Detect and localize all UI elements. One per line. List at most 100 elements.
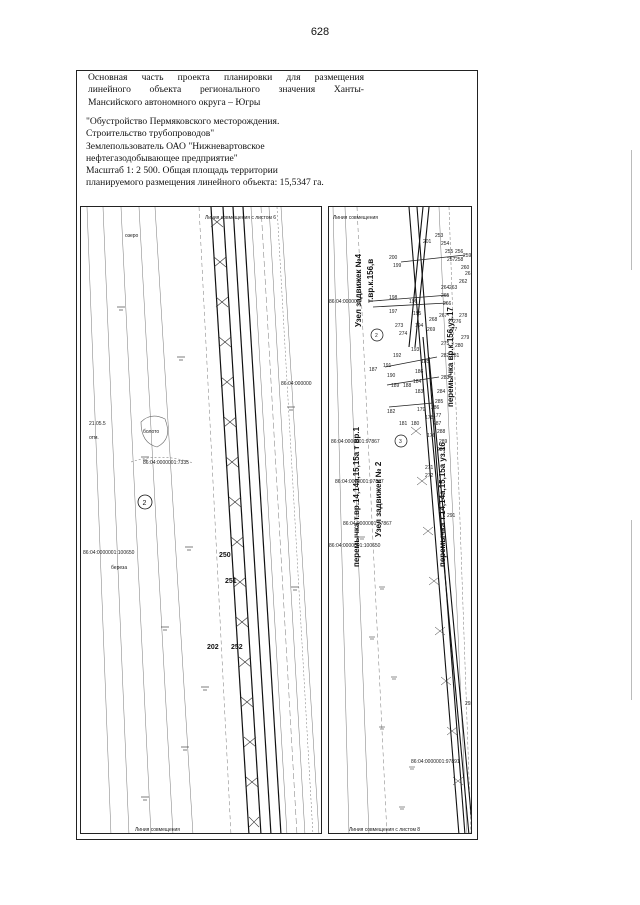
point-label: 202 xyxy=(207,644,219,651)
point-label: 268 xyxy=(429,317,438,323)
point-label: 200 xyxy=(389,255,398,261)
point-label: 177 xyxy=(433,413,442,419)
point-label: 267 xyxy=(439,313,448,319)
point-label: 285 xyxy=(435,399,444,405)
survey-lines xyxy=(332,207,471,833)
parcel-number: 86:04:0000001:97867 xyxy=(343,521,392,527)
valve-unit-label: т.вр.к.156,в xyxy=(366,259,375,303)
map-left-drawing: Линия совмещения с листом 6 озеро болото… xyxy=(83,207,320,833)
point-label: 178 xyxy=(425,415,434,421)
point-label: 197 xyxy=(389,309,398,315)
point-label: 191 xyxy=(383,363,392,369)
jumper-label: перемычка т.вр.14,14а,15,15а т вр.1 xyxy=(352,426,361,567)
valve-unit-label: Узел задвижек № 2 xyxy=(374,461,383,537)
valve-unit-label: Узел задвижек №4 xyxy=(354,253,363,327)
point-labels: 201 200 199 253 254 255 256 257 258 259 … xyxy=(369,233,472,707)
marsh-symbols xyxy=(359,536,415,810)
map-note: отм. xyxy=(89,435,99,441)
point-label: 282 xyxy=(441,353,450,359)
scan-margin-mark xyxy=(631,520,632,700)
point-label: 196 xyxy=(409,299,418,305)
point-label: 274 xyxy=(399,331,408,337)
point-label: 278 xyxy=(459,313,468,319)
point-label: 269 xyxy=(427,327,436,333)
parcel-number: 86:04:0000001:97891 xyxy=(411,759,460,765)
land-user-line: нефтегазодобывающее предприятие" xyxy=(86,152,238,164)
point-label: 292 xyxy=(465,701,472,707)
pipeline-corridor xyxy=(408,207,471,833)
header-line: Основная часть проекта планировки для ра… xyxy=(88,72,364,83)
point-label: 256 xyxy=(455,249,464,255)
point-label: 194 xyxy=(415,323,424,329)
section-marker-label: 3 xyxy=(399,439,402,445)
point-label: 276 xyxy=(453,319,462,325)
jumper-label: перемычка вр.к.156,уз.17 xyxy=(446,307,455,407)
hatch-band xyxy=(410,426,464,786)
point-label: 192 xyxy=(393,353,402,359)
point-label: 283 xyxy=(441,375,450,381)
map-note: болото xyxy=(143,429,159,435)
point-label: 185 xyxy=(421,359,430,365)
point-label: 183 xyxy=(415,389,424,395)
point-label: 259 xyxy=(463,253,472,259)
point-label: 199 xyxy=(393,263,402,269)
hatch-band xyxy=(210,216,260,828)
section-marker xyxy=(394,434,408,448)
project-info: "Обустройство Пермяковского месторождени… xyxy=(86,116,406,190)
parcel-number: 86:04:0000001:100650 xyxy=(83,550,135,556)
point-label: 186 xyxy=(415,369,424,375)
connector-lines xyxy=(372,254,466,408)
point-label: 195 xyxy=(413,311,422,317)
point-label: 288 xyxy=(437,429,446,435)
point-label: 265 xyxy=(441,293,450,299)
survey-lines xyxy=(86,207,320,833)
header-line: Мансийского автономного округа – Югры xyxy=(88,96,261,108)
section-marker xyxy=(370,328,384,342)
point-label: 201 xyxy=(423,239,432,245)
parcel-number: 86:04:0000001:97867 xyxy=(335,479,384,485)
section-marker-label: 2 xyxy=(375,333,378,339)
point-label: 284 xyxy=(437,389,446,395)
point-label: 271 xyxy=(425,465,434,471)
point-label: 273 xyxy=(395,323,404,329)
point-label: 254 xyxy=(441,241,450,247)
point-label: 280 xyxy=(455,343,464,349)
point-label: 251 xyxy=(225,578,237,585)
point-label: 266 xyxy=(443,301,452,307)
point-label: 189 xyxy=(391,383,400,389)
map-left-top-label: Линия совмещения с листом 6 xyxy=(205,215,276,221)
marsh-symbols xyxy=(117,306,299,801)
point-label: 262 xyxy=(459,279,468,285)
pipeline-corridor xyxy=(210,207,282,833)
section-marker xyxy=(137,494,153,510)
point-label: 181 xyxy=(399,421,408,427)
area-line: планируемого размещения линейного объект… xyxy=(86,177,324,189)
point-label: 250 xyxy=(219,552,231,559)
parcel-number: 86:04:000000 xyxy=(281,381,312,387)
parcel-number: 86:04:0000001:7335 xyxy=(143,460,189,466)
map-panel-left: Линия совмещения с листом 6 озеро болото… xyxy=(80,206,322,834)
map-left-bottom-label: Линия совмещения xyxy=(135,827,180,833)
jumper-label: перемычка т.14,14а,15,15а уз.16 xyxy=(438,442,447,567)
contour-line xyxy=(130,457,194,464)
point-label: 198 xyxy=(389,295,398,301)
point-label: 193 xyxy=(411,347,420,353)
map-right-bottom-label: Линия совмещения с листом 8 xyxy=(349,827,420,833)
point-label: 180 xyxy=(411,421,420,427)
map-note: озеро xyxy=(125,233,139,239)
scale-line: Масштаб 1: 2 500. Общая площадь территор… xyxy=(86,165,278,177)
point-label: 279 xyxy=(461,335,470,341)
map-note: 21.05.5 xyxy=(89,421,106,427)
section-marker-label: 2 xyxy=(143,500,147,507)
project-title-line: Строительство трубопроводов" xyxy=(86,128,215,140)
map-right-drawing: Линия совмещения Узел задвижек №4 т.вр.к… xyxy=(329,207,472,833)
parcel-number: 86:04:000000 xyxy=(329,299,360,305)
point-label: 289 xyxy=(439,439,448,445)
point-label: 182 xyxy=(387,409,396,415)
point-label: 187 xyxy=(369,367,378,373)
point-label: 252 xyxy=(231,644,243,651)
point-label: 272 xyxy=(425,473,434,479)
point-label: 188 xyxy=(403,383,412,389)
point-label: 190 xyxy=(387,373,396,379)
map-right-top-label: Линия совмещения xyxy=(333,215,378,221)
